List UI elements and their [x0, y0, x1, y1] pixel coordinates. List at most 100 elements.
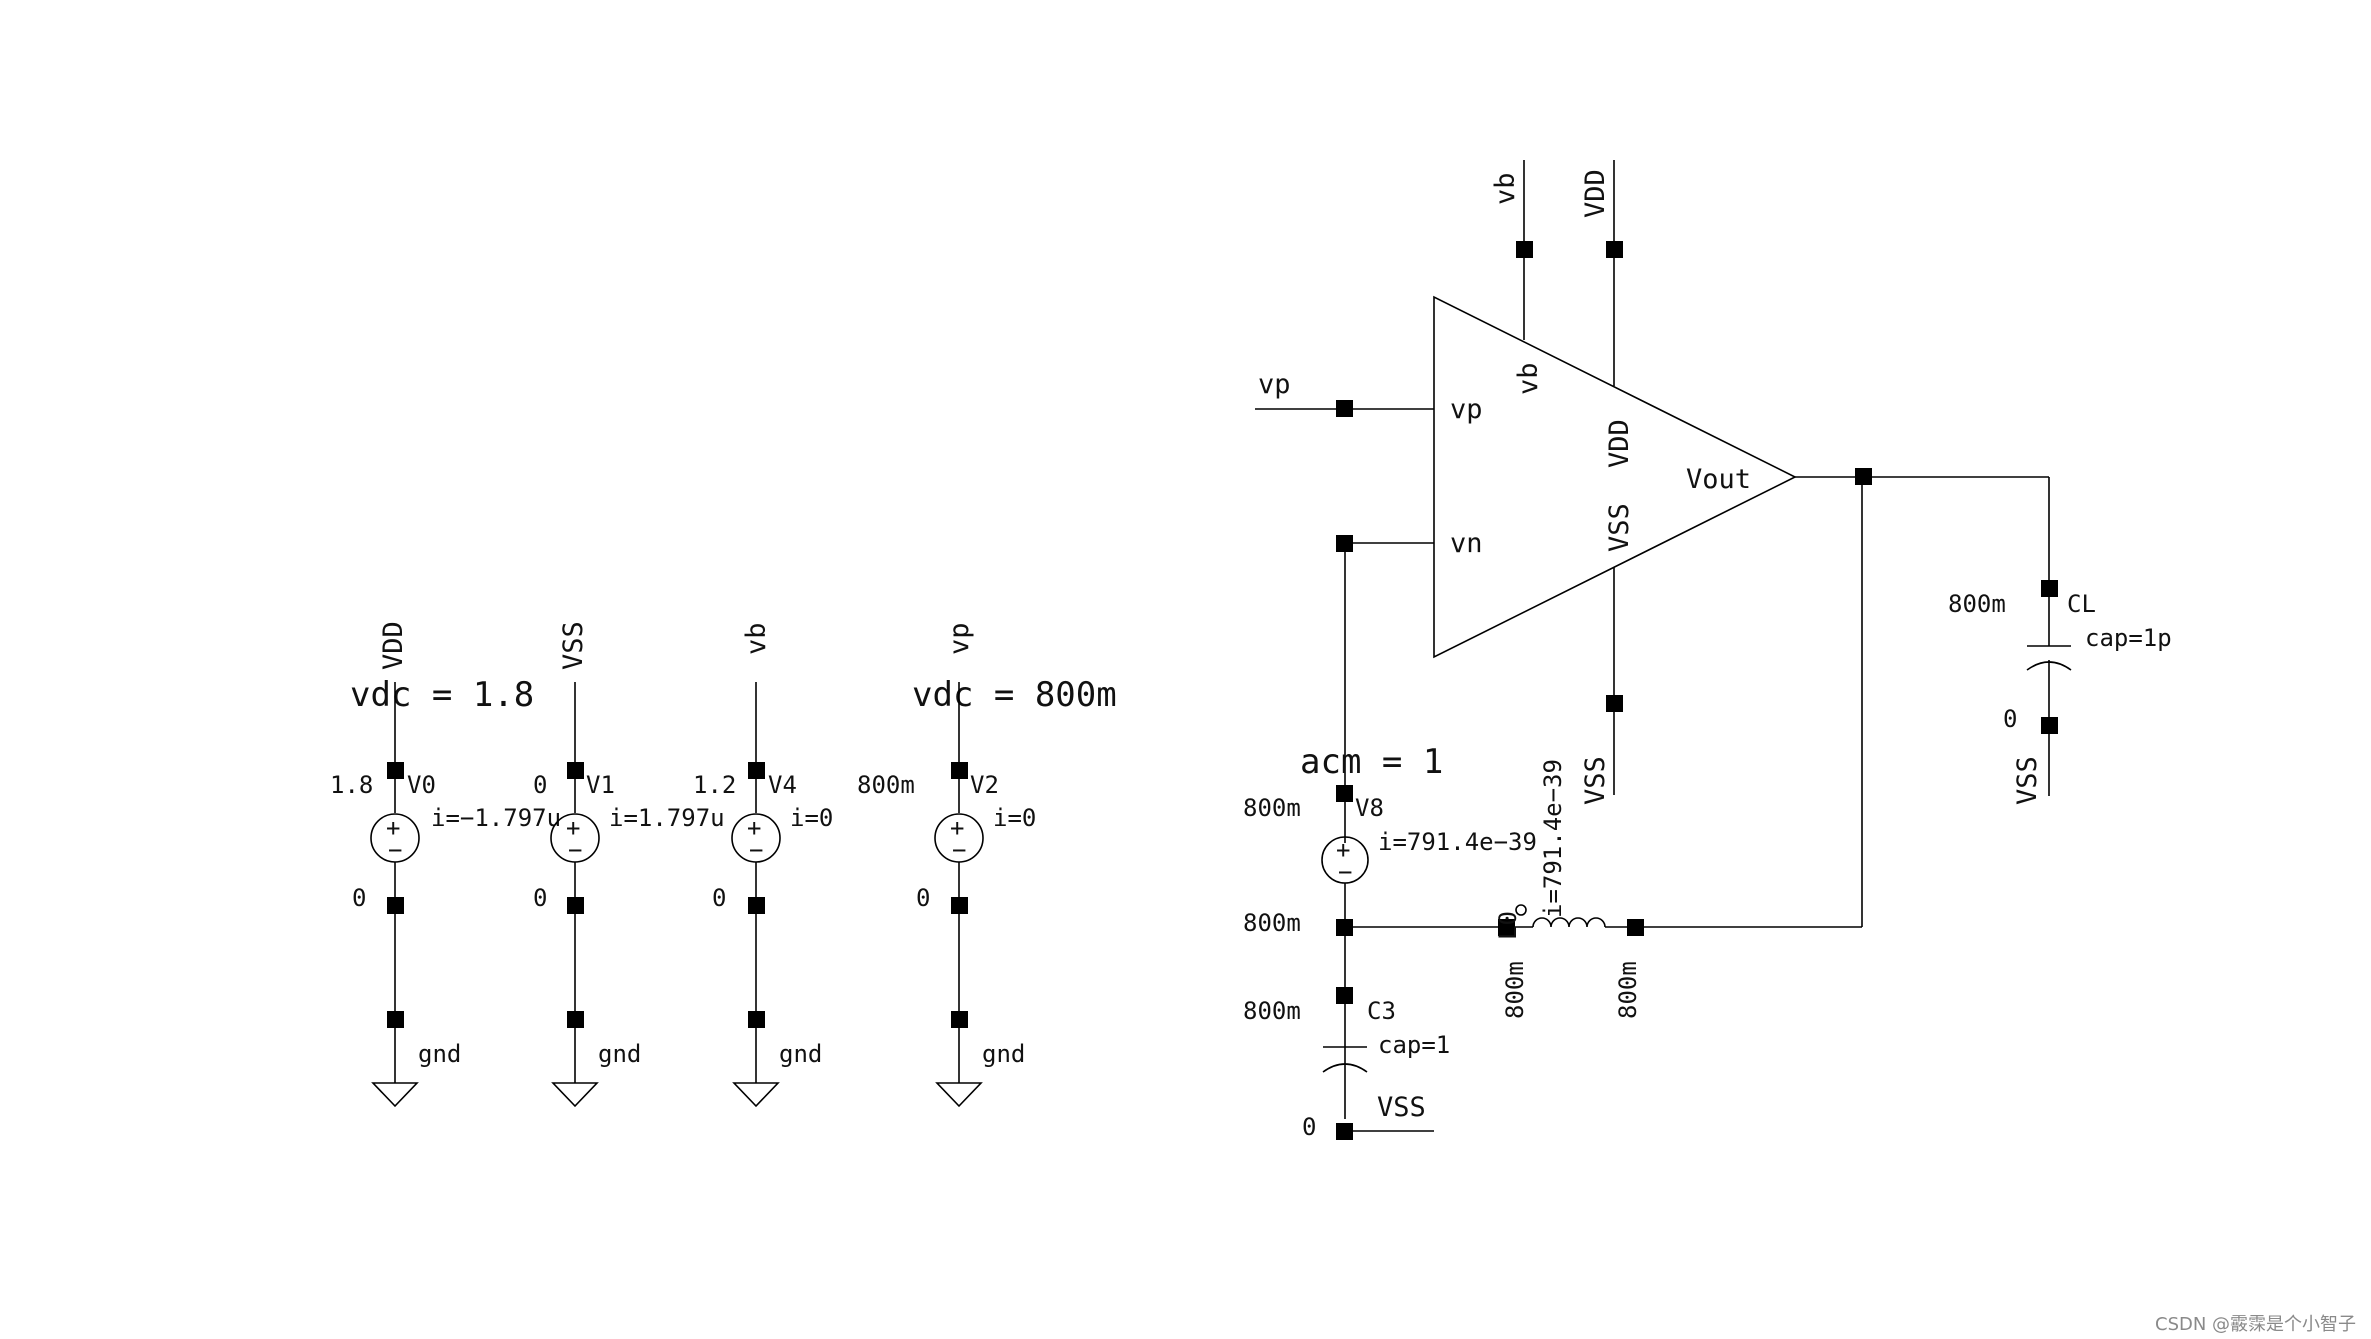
v4-bottom-value: 0 — [712, 884, 726, 912]
c3-name: C3 — [1367, 997, 1396, 1025]
acm-label: acm = 1 — [1300, 742, 1443, 782]
net-label-vss-opamp: VSS — [1580, 756, 1611, 805]
v1-ground-label: gnd — [598, 1040, 641, 1068]
opamp-pin-label-vss: VSS — [1604, 503, 1635, 552]
cl-top-value: 800m — [1948, 590, 2006, 618]
plus-sign: + — [747, 814, 761, 842]
c3-param: cap=1 — [1378, 1031, 1450, 1059]
pin[interactable] — [951, 762, 968, 779]
v8-current: i=791.4e−39 — [1378, 828, 1537, 856]
source-v1: VSS + − 0 V1 i=1.797u 0 gnd — [533, 621, 725, 1108]
plus-sign: + — [950, 814, 964, 842]
v4-top-value: 1.2 — [693, 771, 736, 799]
cl-param: cap=1p — [2085, 624, 2172, 652]
minus-sign: − — [388, 836, 402, 864]
v1-current: i=1.797u — [609, 804, 725, 832]
pin-vp[interactable] — [1336, 400, 1353, 417]
pin-vb[interactable] — [1516, 241, 1533, 258]
ground-symbol — [935, 1082, 983, 1108]
watermark: CSDN @霰霂是个小智子 — [2155, 1314, 2356, 1335]
pin[interactable] — [748, 1011, 765, 1028]
minus-sign: − — [1338, 858, 1352, 886]
cl-bottom-value: 0 — [2003, 705, 2017, 733]
feedback-network: acm = 1 800m V8 i=791.4e−39 + − 800m L0 … — [1243, 477, 1863, 1141]
v4-ground-label: gnd — [779, 1040, 822, 1068]
opamp-pin-label-vout: Vout — [1686, 464, 1751, 495]
net-label-vb: vb — [741, 622, 772, 655]
pin[interactable] — [387, 1011, 404, 1028]
pin[interactable] — [748, 897, 765, 914]
c3-top-value: 800m — [1243, 997, 1301, 1025]
net-label-vdd-top: VDD — [1580, 169, 1611, 218]
inductor-name: L0 — [1494, 911, 1522, 940]
pin[interactable] — [1627, 919, 1644, 936]
pin[interactable] — [567, 897, 584, 914]
v2-name: V2 — [970, 771, 999, 799]
net-label-vb-top: vb — [1490, 172, 1521, 205]
pin-vout[interactable] — [1855, 468, 1872, 485]
pin[interactable] — [951, 897, 968, 914]
ground-symbol — [551, 1082, 599, 1108]
vdc-label-v2: vdc = 800m — [912, 675, 1117, 715]
v0-ground-label: gnd — [418, 1040, 461, 1068]
inductor-symbol[interactable] — [1532, 917, 1606, 928]
v1-top-value: 0 — [533, 771, 547, 799]
minus-sign: − — [749, 836, 763, 864]
pin[interactable] — [1336, 785, 1353, 802]
v2-ground-label: gnd — [982, 1040, 1025, 1068]
v0-top-value: 1.8 — [330, 771, 373, 799]
capacitor-symbol-c3[interactable] — [1322, 1046, 1368, 1073]
pin[interactable] — [387, 897, 404, 914]
ground-symbol — [371, 1082, 419, 1108]
inductor-current: i=791.4e−39 — [1539, 759, 1567, 918]
v8-top-value: 800m — [1243, 794, 1301, 822]
pin[interactable] — [387, 762, 404, 779]
inductor-left-value: 800m — [1501, 961, 1529, 1019]
pin[interactable] — [951, 1011, 968, 1028]
opamp-pin-label-vb: vb — [1513, 362, 1544, 395]
minus-sign: − — [568, 836, 582, 864]
pin[interactable] — [567, 762, 584, 779]
pin[interactable] — [1336, 987, 1353, 1004]
source-v2: vp vdc = 800m + − 800m V2 i=0 0 gnd — [857, 622, 1117, 1108]
opamp-pin-label-vp: vp — [1450, 394, 1483, 425]
c3-bottom-value: 0 — [1302, 1113, 1316, 1141]
pin[interactable] — [567, 1011, 584, 1028]
inductor-dot — [1515, 904, 1527, 916]
plus-sign: + — [386, 814, 400, 842]
load-capacitor: 800m CL cap=1p 0 VSS — [1948, 477, 2172, 805]
net-label-vdd: VDD — [378, 621, 409, 670]
pin[interactable] — [2041, 717, 2058, 734]
v1-name: V1 — [586, 771, 615, 799]
v0-name: V0 — [407, 771, 436, 799]
source-v4: vb + − 1.2 V4 i=0 0 gnd — [693, 622, 833, 1108]
v0-current: i=−1.797u — [431, 804, 561, 832]
pin[interactable] — [1498, 919, 1515, 936]
pin[interactable] — [2041, 580, 2058, 597]
pin-vdd[interactable] — [1606, 241, 1623, 258]
v2-bottom-value: 0 — [916, 884, 930, 912]
net-label-vp: vp — [944, 622, 975, 655]
v1-bottom-value: 0 — [533, 884, 547, 912]
pin-vss[interactable] — [1606, 695, 1623, 712]
pin[interactable] — [748, 762, 765, 779]
v8-name: V8 — [1355, 794, 1384, 822]
inductor-right-value: 800m — [1614, 961, 1642, 1019]
node-value: 800m — [1243, 909, 1301, 937]
v4-name: V4 — [768, 771, 797, 799]
cl-name: CL — [2067, 590, 2096, 618]
c3-vss-net: VSS — [1377, 1092, 1426, 1123]
opamp-pin-label-vn: vn — [1450, 528, 1483, 559]
cl-vss-net: VSS — [2012, 756, 2043, 805]
pin[interactable] — [1336, 1123, 1353, 1140]
plus-sign: + — [1336, 836, 1350, 864]
vdc-label-v0: vdc = 1.8 — [350, 675, 534, 715]
net-label-vss: VSS — [558, 621, 589, 670]
opamp-pin-label-vdd: VDD — [1604, 419, 1635, 468]
pin[interactable] — [1336, 919, 1353, 936]
v2-current: i=0 — [993, 804, 1036, 832]
opamp-block: vb vb VDD VDD VSS VSS vp vp vn Vout — [1255, 160, 2049, 805]
v0-bottom-value: 0 — [352, 884, 366, 912]
plus-sign: + — [566, 814, 580, 842]
